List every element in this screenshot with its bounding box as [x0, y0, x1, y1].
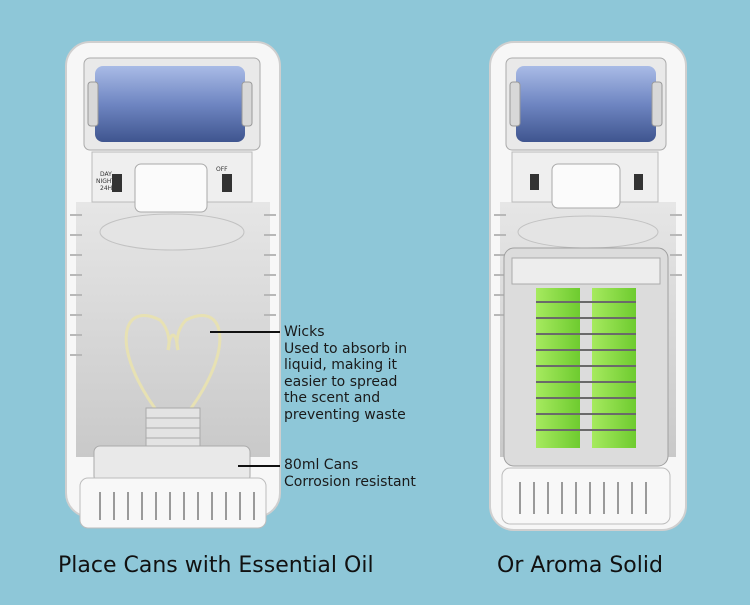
wicks-line-2: liquid, making it: [284, 357, 407, 374]
cans-callout: 80ml Cans Corrosion resistant: [284, 457, 416, 490]
wicks-callout: Wicks Used to absorb in liquid, making i…: [284, 324, 407, 423]
wicks-line-4: the scent and: [284, 390, 407, 407]
oil-can: [94, 446, 250, 482]
caption-right: Or Aroma Solid: [497, 553, 663, 578]
bottom-grill: [80, 478, 266, 528]
battery: [95, 66, 245, 142]
caption-left: Place Cans with Essential Oil: [58, 553, 374, 578]
wicks-title: Wicks: [284, 324, 407, 341]
right-dispenser: [490, 42, 686, 530]
switch-label-day: DAY: [100, 171, 112, 178]
switch-label-night: NIGHT: [96, 178, 115, 185]
wicks-line-5: preventing waste: [284, 407, 407, 424]
wicks-line-1: Used to absorb in: [284, 341, 407, 358]
aroma-solid-left: [536, 288, 580, 448]
wicks-line-3: easier to spread: [284, 374, 407, 391]
cans-line-2: Corrosion resistant: [284, 474, 416, 491]
switch-label-off: OFF: [216, 166, 228, 173]
aroma-solid-right: [592, 288, 636, 448]
battery-right: [516, 66, 656, 142]
switch-label-24h: 24H: [100, 185, 112, 192]
cans-line-1: 80ml Cans: [284, 457, 416, 474]
left-dispenser: DAY NIGHT 24H OFF: [66, 42, 280, 528]
fan-icon: [100, 214, 244, 250]
